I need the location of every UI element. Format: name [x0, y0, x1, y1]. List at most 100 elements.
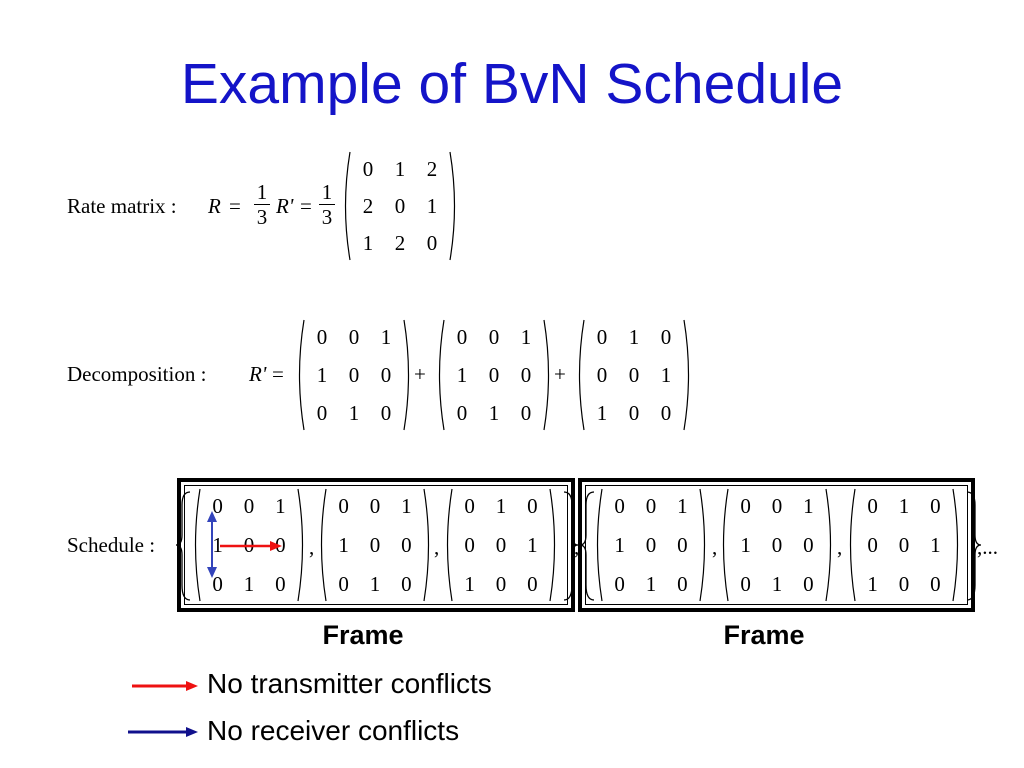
matrix-cell: 1	[645, 571, 657, 596]
matrix-cell: 0	[898, 571, 910, 596]
matrix-parentheses	[722, 488, 832, 602]
matrix-cell: 1	[677, 494, 688, 519]
matrix-cell: 1	[596, 401, 608, 425]
matrix-parentheses	[438, 319, 550, 431]
frame-label-1: Frame	[322, 620, 404, 650]
left-paren-icon	[596, 488, 603, 602]
comma: ,	[434, 535, 440, 559]
matrix-cell: 0	[275, 533, 286, 557]
matrix-cell: 0	[401, 571, 412, 596]
right-paren-icon	[297, 488, 304, 602]
matrix-cell: 1	[316, 363, 328, 387]
matrix-cell: 0	[614, 494, 625, 519]
right-paren-icon	[403, 319, 410, 431]
matrix-cell: 1	[456, 363, 468, 387]
matrix-cell: 1	[488, 401, 500, 425]
matrix-cell: 0	[803, 533, 814, 557]
rate-label: Rate matrix :	[67, 194, 177, 218]
legend-receiver: No receiver conflicts	[207, 715, 460, 746]
left-paren-icon	[849, 488, 856, 602]
matrix-cell: 0	[212, 494, 223, 519]
matrix-cell: 0	[930, 571, 941, 596]
matrix-cell: 1	[243, 571, 255, 596]
matrix-cell: 1	[338, 533, 349, 557]
comma: ,	[712, 535, 718, 559]
matrix-cell: 2	[394, 231, 406, 256]
frac-numerator: 1	[321, 180, 333, 204]
right-brace-icon	[563, 491, 579, 601]
matrix-cell: 0	[394, 194, 406, 218]
left-paren-icon	[578, 319, 585, 431]
matrix-cell: 0	[464, 533, 475, 557]
matrix-cell: 1	[401, 494, 412, 519]
matrix-cell: 1	[740, 533, 751, 557]
matrix-cell: 0	[520, 401, 532, 425]
matrix-cell: 1	[867, 571, 878, 596]
matrix-parentheses	[849, 488, 959, 602]
legend-transmitter: No transmitter conflicts	[207, 668, 492, 699]
matrix-parentheses	[446, 488, 556, 602]
matrix-cell: 0	[380, 363, 392, 387]
legend-transmitter-arrowhead-icon	[186, 681, 198, 691]
matrix-cell: 0	[596, 325, 608, 349]
matrix-parentheses	[194, 488, 304, 602]
matrix-cell: 0	[495, 533, 507, 557]
matrix-cell: 2	[362, 194, 374, 218]
matrix-cell: 0	[645, 533, 657, 557]
matrix-cell: 0	[740, 571, 751, 596]
frac-denominator: 3	[256, 205, 268, 229]
matrix-cell: 1	[394, 156, 406, 181]
matrix-cell: 1	[426, 194, 438, 218]
matrix-cell: 1	[212, 533, 223, 557]
rate-lhs: R	[208, 194, 221, 218]
matrix-cell: 0	[614, 571, 625, 596]
left-brace-icon	[579, 491, 595, 601]
matrix-cell: 1	[495, 494, 507, 519]
matrix-parentheses	[578, 319, 690, 431]
matrix-cell: 0	[488, 325, 500, 349]
matrix-cell: 0	[803, 571, 814, 596]
schedule-continuation: ,...	[977, 535, 998, 559]
matrix-cell: 0	[456, 401, 468, 425]
left-paren-icon	[344, 151, 351, 261]
rate-rprime: R'	[276, 194, 294, 218]
matrix-cell: 0	[348, 363, 360, 387]
matrix-cell: 0	[660, 325, 672, 349]
matrix-cell: 0	[628, 363, 640, 387]
transmitter-arrowhead-icon	[270, 541, 282, 551]
receiver-arrowhead-up-icon	[207, 511, 217, 522]
right-paren-icon	[952, 488, 959, 602]
left-paren-icon	[298, 319, 305, 431]
matrix-cell: 1	[348, 401, 360, 425]
matrix-cell: 1	[614, 533, 625, 557]
matrix-cell: 0	[660, 401, 672, 425]
matrix-cell: 0	[495, 571, 507, 596]
matrix-cell: 0	[771, 533, 783, 557]
right-paren-icon	[825, 488, 832, 602]
right-paren-icon	[699, 488, 706, 602]
frame-label-2: Frame	[723, 620, 805, 650]
matrix-cell: 1	[803, 494, 814, 519]
right-paren-icon	[543, 319, 550, 431]
frac-numerator: 1	[256, 180, 268, 204]
matrix-cell: 1	[275, 494, 286, 519]
matrix-cell: 0	[362, 156, 374, 181]
schedule-label: Schedule :	[67, 533, 156, 557]
left-paren-icon	[320, 488, 327, 602]
matrix-parentheses	[298, 319, 410, 431]
matrix-cell: 0	[898, 533, 910, 557]
matrix-cell: 0	[338, 494, 349, 519]
slide-title: Example of BvN Schedule	[180, 52, 844, 116]
matrix-cell: 0	[348, 325, 360, 349]
rate-fraction-1: 1 3	[253, 180, 271, 229]
matrix-cell: 1	[898, 494, 910, 519]
matrix-cell: 1	[362, 231, 374, 256]
frac-denominator: 3	[321, 205, 333, 229]
decomposition-label: Decomposition :	[67, 362, 207, 386]
matrix-cell: 1	[660, 363, 672, 387]
